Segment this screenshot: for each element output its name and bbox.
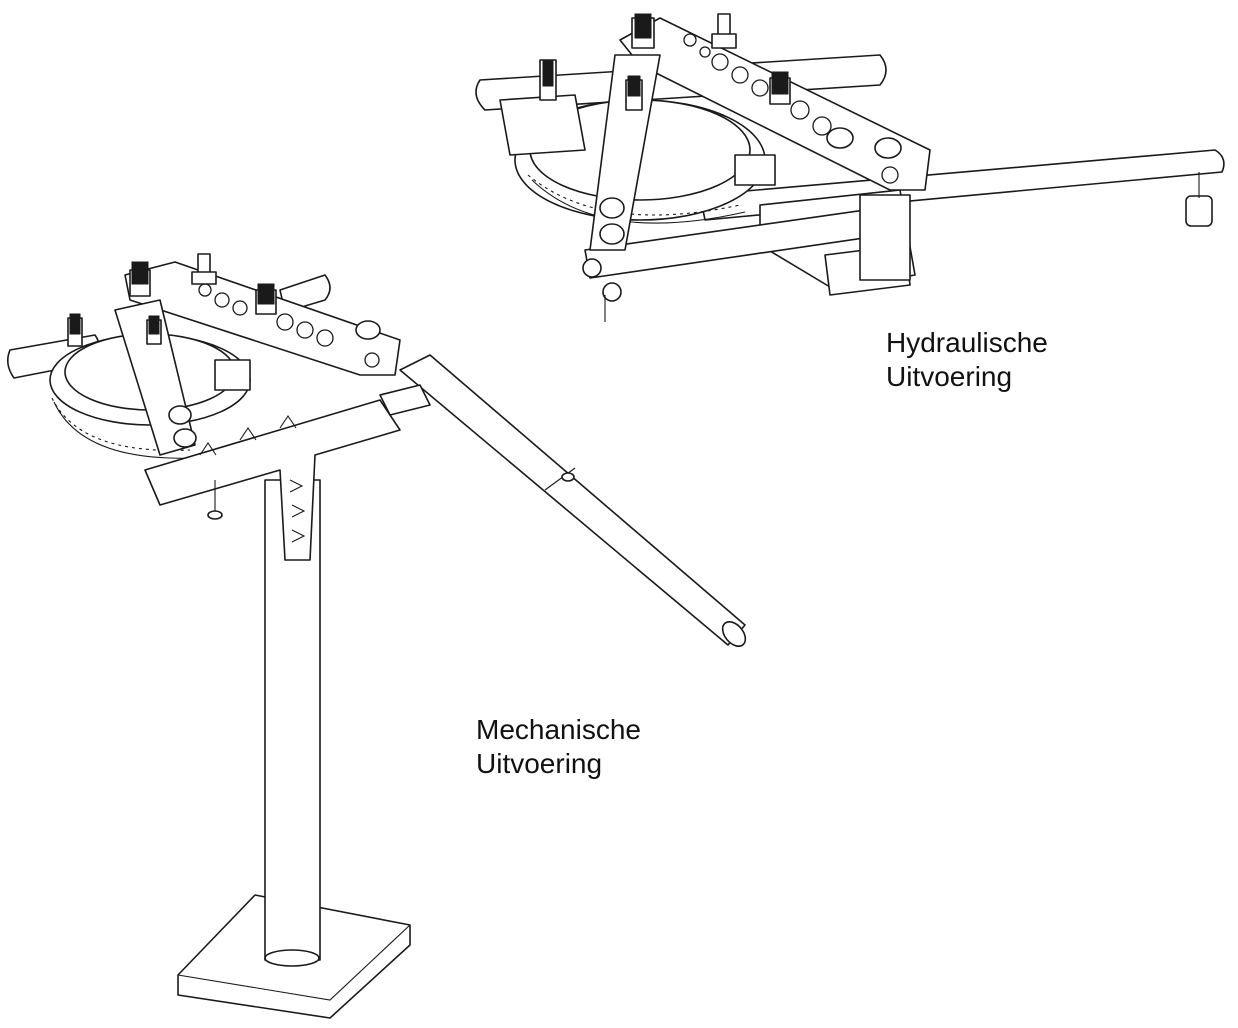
hydraulic-label-line-2: Uitvoering xyxy=(886,361,1013,392)
mechanical-label-line-2: Uitvoering xyxy=(476,748,603,779)
hydraulic-pipe-bender-drawing xyxy=(475,13,1225,322)
hydraulic-label-line-1: Hydraulische xyxy=(886,327,1048,358)
hydraulic-version-label: Hydraulische Uitvoering xyxy=(886,326,1048,394)
mechanical-label-line-1: Mechanische xyxy=(476,714,641,745)
mechanical-version-label: Mechanische Uitvoering xyxy=(476,713,641,781)
mechanical-pipe-bender-drawing xyxy=(6,253,747,1019)
